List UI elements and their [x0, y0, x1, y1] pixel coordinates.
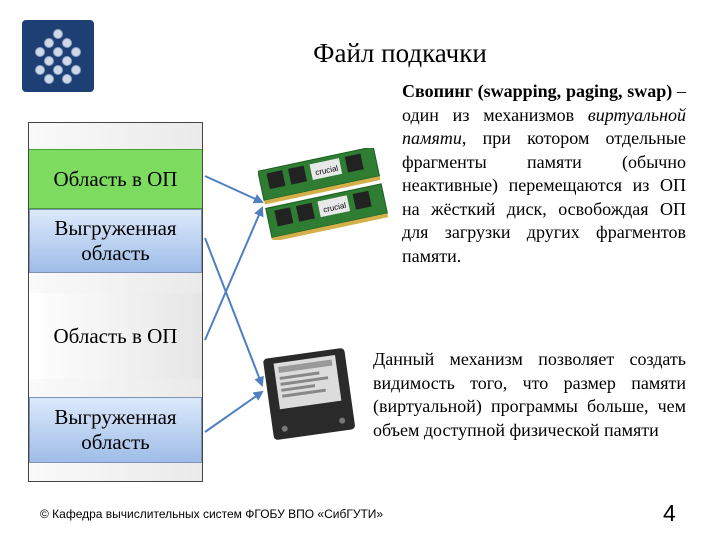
memory-segment-label: Область в ОП	[53, 166, 178, 191]
swapping-term: Свопинг (swapping, paging, swap)	[402, 81, 673, 101]
memory-segment-label: Выгруженная область	[54, 405, 177, 454]
memory-segment-ram-1: Область в ОП	[29, 149, 202, 209]
memory-segment-label: Область в ОП	[53, 323, 178, 348]
footer-copyright: © Кафедра вычислительных систем ФГОБУ ВП…	[40, 507, 384, 521]
virtual-memory-term: виртуальной памяти	[402, 104, 686, 149]
memory-segment-ram-2: Область в ОП	[29, 293, 202, 379]
arrow-ram2-to-ram	[204, 206, 264, 341]
definition-text-rest: , при котором отдельные фрагменты памяти…	[402, 128, 686, 266]
arrow-ram1-to-ram	[204, 175, 264, 204]
page-number: 4	[663, 500, 676, 526]
arrow-swap2-to-disk	[204, 390, 264, 433]
memory-column: Область в ОП Выгруженная область Область…	[28, 122, 203, 482]
explanation-paragraph: Данный механизм позволяет создать видимо…	[373, 349, 686, 440]
definition-paragraph: Свопинг (swapping, paging, swap) – один …	[402, 80, 686, 268]
arrow-swap1-to-disk	[204, 237, 264, 387]
logo	[22, 20, 94, 92]
memory-segment-label: Выгруженная область	[54, 216, 177, 265]
logo-emblem-icon	[35, 29, 81, 84]
slide-title: Файл подкачки	[313, 38, 487, 68]
ram-modules-image: crucial crucial	[258, 148, 389, 240]
definition-text-mid: – один из механизмов	[402, 81, 686, 125]
memory-segment-swapped-2: Выгруженная область	[29, 397, 202, 463]
hard-disk-image	[263, 348, 355, 440]
memory-segment-swapped-1: Выгруженная область	[29, 209, 202, 273]
